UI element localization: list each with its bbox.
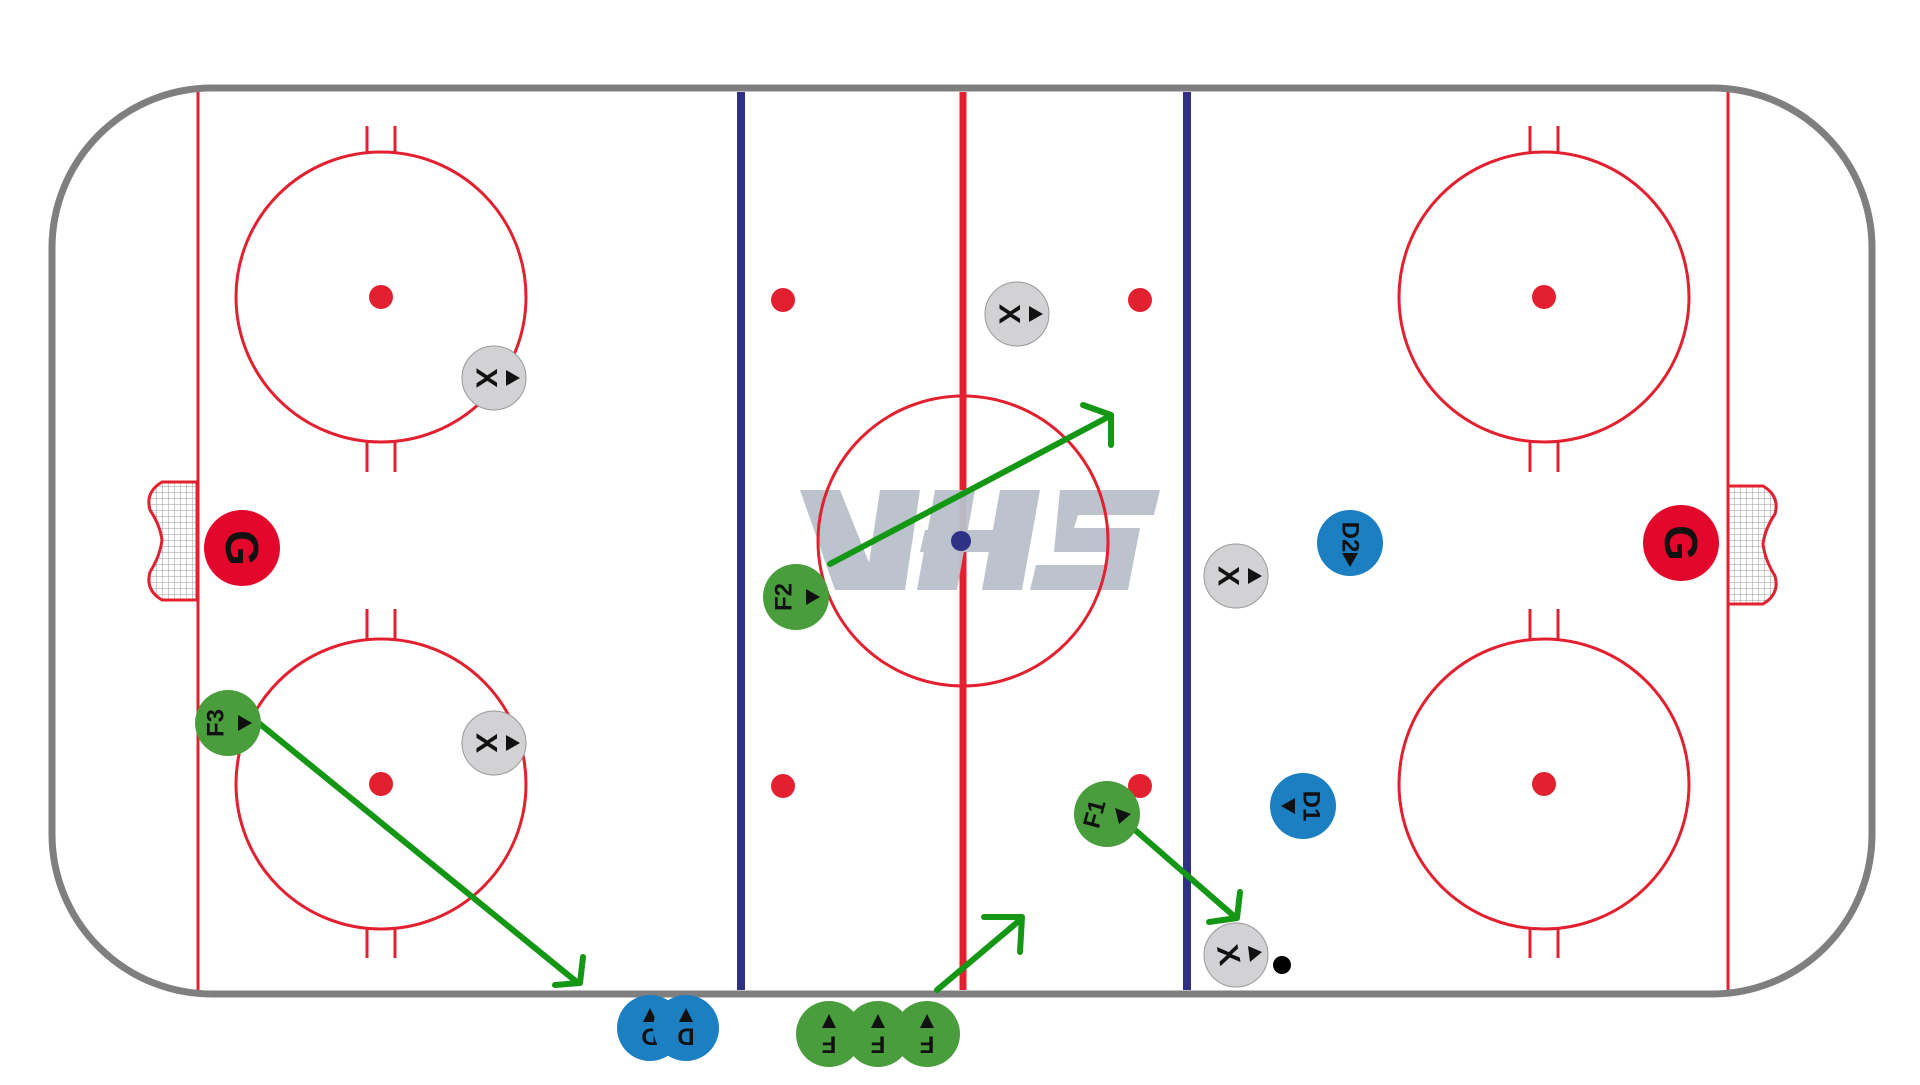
forward-f3-label: F3 — [203, 709, 230, 737]
bench-forward-player: F — [845, 1001, 911, 1067]
direction-arrow-icon — [1248, 946, 1262, 962]
opponent-x-top-left: X — [461, 345, 527, 411]
goalie-left-label: G — [216, 530, 268, 566]
faceoff-circle-right-top — [1397, 150, 1691, 444]
opponent-label: X — [470, 733, 503, 753]
direction-arrow-icon — [506, 735, 520, 751]
path-f3-arrowhead — [552, 954, 586, 988]
opponent-label: X — [470, 368, 503, 388]
forward-f1: F1 — [1074, 781, 1140, 847]
faceoff-circles — [234, 150, 1691, 931]
net-right — [1726, 484, 1778, 606]
direction-arrow-icon — [920, 1014, 934, 1028]
direction-arrow-icon — [1248, 568, 1262, 584]
goalie-right-label: G — [1655, 525, 1707, 561]
direction-arrow-icon — [1115, 808, 1131, 824]
opponent-x-neutral: X — [984, 281, 1050, 347]
bench-forward-label: F — [871, 1031, 886, 1058]
bench-forward-player: F — [894, 1001, 960, 1067]
direction-arrow-icon — [238, 715, 252, 731]
forward-f2: F2 — [763, 564, 829, 630]
opponent-x-right-mid: X — [1203, 543, 1269, 609]
faceoff-circle-right-bottom — [1397, 637, 1691, 931]
path-f1 — [1132, 827, 1238, 920]
direction-arrow-icon — [643, 1008, 657, 1022]
bench-defense-player: D — [653, 995, 719, 1061]
forward-f2-label: F2 — [771, 583, 798, 611]
defense-d2-label: D2 — [1337, 522, 1364, 553]
skate-paths — [252, 402, 1243, 993]
bench-forward-player: F — [796, 1001, 862, 1067]
opponent-x-bottom-left: X — [461, 710, 527, 776]
direction-arrow-icon — [679, 1008, 693, 1022]
direction-arrow-icon — [806, 589, 820, 605]
puck-icon — [1273, 956, 1291, 974]
path-f2-arrowhead — [1080, 402, 1114, 448]
direction-arrow-icon — [871, 1014, 885, 1028]
direction-arrow-icon — [1029, 306, 1043, 322]
hash-marks — [365, 126, 1560, 958]
path-bench-arrowhead — [981, 914, 1025, 955]
path-bench-forwards — [934, 917, 1023, 993]
defense-d1-label: D1 — [1298, 791, 1325, 822]
forward-f3: F3 — [195, 690, 261, 756]
opponent-label: X — [993, 304, 1026, 324]
path-f1-arrowhead — [1206, 889, 1243, 925]
center-faceoff-dot — [951, 531, 971, 551]
bench-forwards: F F F — [796, 1001, 960, 1067]
path-f2 — [827, 413, 1113, 567]
bench-defense: D D — [617, 995, 719, 1061]
net-left — [147, 480, 199, 602]
faceoff-circle-left-bottom — [234, 637, 528, 931]
defense-d2: D2 — [1317, 510, 1383, 576]
bench-forward-label: F — [920, 1031, 935, 1058]
direction-arrow-icon — [822, 1014, 836, 1028]
direction-arrow-icon — [506, 370, 520, 386]
goalie-left: G — [204, 510, 280, 586]
opponent-label: X — [1212, 566, 1245, 586]
goalie-right: G — [1643, 505, 1719, 581]
path-f3 — [252, 717, 581, 986]
defense-d1: D1 — [1270, 773, 1336, 839]
direction-arrow-icon — [1342, 553, 1358, 567]
faceoff-circle-left-top — [234, 150, 528, 444]
bench-forward-label: F — [822, 1031, 837, 1058]
rink-boards — [48, 84, 1876, 998]
center-circle — [816, 394, 1110, 688]
opponent-x-right-low: X — [1203, 922, 1269, 988]
bench-defense-label: D — [677, 1023, 694, 1050]
faceoff-dots — [369, 285, 1556, 798]
direction-arrow-icon — [1281, 798, 1295, 814]
